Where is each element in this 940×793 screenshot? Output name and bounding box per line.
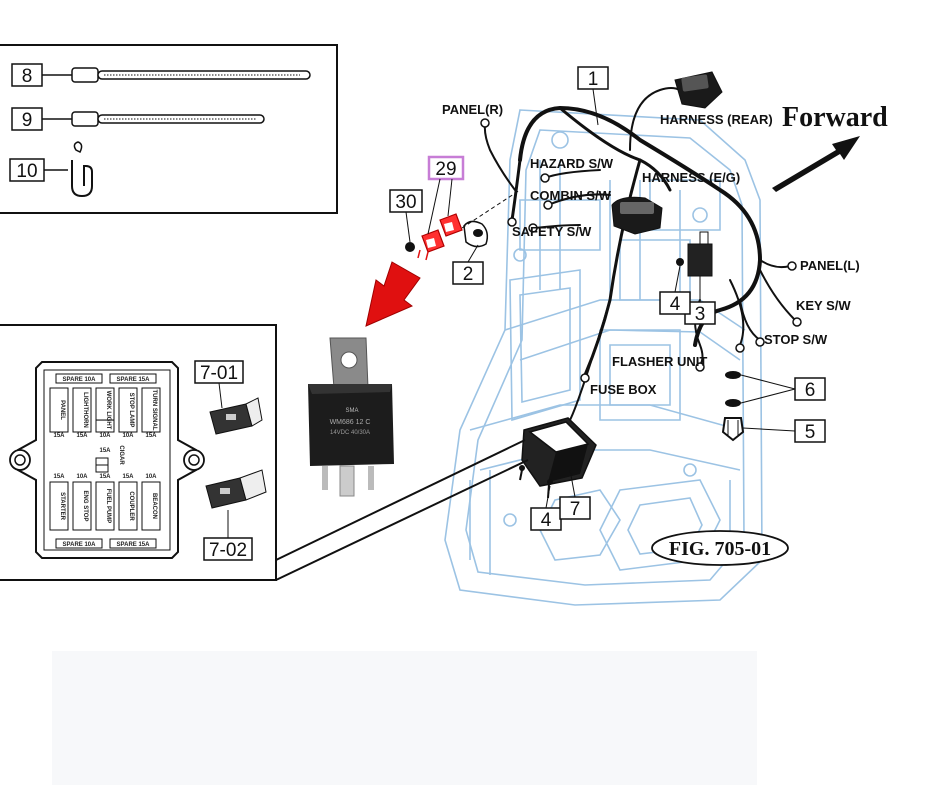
fuse-slot: STARTER 15A [50, 474, 68, 530]
fuse-box-assembly [519, 418, 596, 498]
fuse-slot-name: BEACON [151, 493, 157, 519]
fuse-slot-name: PANEL [59, 400, 65, 420]
fuse-slot-amp: 15A [99, 474, 111, 480]
fuse-slot: STOP LAMP 10A [119, 388, 137, 439]
label-panel-l: PANEL(L) [800, 258, 860, 273]
callout-7-01: 7-01 [200, 363, 238, 384]
label-harness-rear: HARNESS (REAR) [660, 112, 773, 127]
fuse-slot: PANEL 15A [50, 388, 68, 439]
label-fuse-box: FUSE BOX [590, 382, 657, 397]
fuse-slot-amp: 10A [145, 474, 157, 480]
relay-photo: SMA WM686 12 C 14VDC 40/30A [308, 338, 394, 496]
fuse-slot-amp: 15A [76, 433, 88, 439]
red-pointer-arrow [366, 262, 420, 326]
fuse-slot: FUEL PUMP 15A [96, 474, 114, 530]
callout-8: 8 [22, 66, 33, 87]
bolt-part-30 [405, 242, 415, 252]
label-hazard-sw: HAZARD S/W [530, 156, 614, 171]
fuse-spare-top-right: SPARE 15A [117, 377, 151, 383]
fuse-slot-amp: 10A [122, 433, 134, 439]
fuse-slot-amp: 10A [99, 433, 111, 439]
relay-rating: 14VDC 40/30A [330, 430, 370, 436]
figure-id: FIG. 705-01 [652, 531, 788, 565]
fuse-slot-name: WORK LIGHT [105, 391, 111, 430]
fuse-slot-amp: 15A [145, 433, 157, 439]
callout-6: 6 [805, 380, 816, 401]
fuse-slot-amp: 15A [99, 448, 111, 454]
fuse-slot: WORK LIGHT 10A [96, 388, 114, 439]
fuse-slot-amp: 15A [53, 474, 65, 480]
label-panel-r: PANEL(R) [442, 102, 503, 117]
callout-10: 10 [16, 161, 37, 182]
callout-30: 30 [395, 192, 416, 213]
fuse-slot: ENG STOP 10A [73, 474, 91, 530]
relay-brand: SMA [345, 408, 358, 414]
fuse-slot-name: LIGHTHORN [82, 392, 88, 428]
callout-2: 2 [463, 264, 474, 285]
fuse-spare-top-left: SPARE 10A [63, 377, 97, 383]
fuse-slot-amp: 10A [76, 474, 88, 480]
plug-part-2 [464, 221, 487, 246]
fuse-slot-amp: 15A [53, 433, 65, 439]
fuse-slot: LIGHTHORN 15A [73, 388, 91, 439]
forward-indicator: Forward [772, 102, 888, 192]
flasher-unit [676, 232, 712, 276]
fuse-slot: COUPLER 15A [119, 474, 137, 530]
blank-panel [52, 651, 757, 785]
fuse-slot: TURN SIGNAL 15A [142, 388, 160, 439]
fuse-slot-name: ENG STOP [82, 491, 88, 522]
callout-29: 29 [435, 159, 456, 180]
callout-1: 1 [588, 69, 599, 90]
relay-model: WM686 12 C [330, 419, 371, 426]
hardware-inset: 8 9 10 [0, 45, 337, 213]
figure-id-label: FIG. 705-01 [669, 538, 771, 560]
harness-rear-connector [675, 72, 722, 108]
callout-7-02: 7-02 [209, 540, 247, 561]
label-harness-eg: HARNESS (E/G) [642, 170, 740, 185]
fuse-slot-name: STARTER [59, 492, 65, 521]
callout-4-upper: 4 [670, 294, 681, 315]
callout-3: 3 [695, 304, 706, 325]
label-safety-sw: SAFETY S/W [512, 224, 592, 239]
label-stop-sw: STOP S/W [764, 332, 828, 347]
fuse-slot-name: FUEL PUMP [105, 489, 111, 524]
label-flasher-unit: FLASHER UNIT [612, 354, 707, 369]
fuse-spare-bottom-left: SPARE 10A [63, 542, 97, 548]
fuse-slot-name: TURN SIGNAL [151, 390, 157, 431]
callout-4-lower: 4 [541, 510, 552, 531]
fuse-slot: BEACON 10A [142, 474, 160, 530]
fuse-slot-amp: 15A [122, 474, 134, 480]
fuse-slot-name: STOP LAMP [128, 393, 134, 428]
callout-5: 5 [805, 422, 816, 443]
fuse-spare-bottom-right: SPARE 15A [117, 542, 151, 548]
forward-label: Forward [782, 102, 888, 133]
callout-9: 9 [22, 110, 33, 131]
label-combin-sw: COMBIN S/W [530, 188, 612, 203]
fuse-slot-name: COUPLER [128, 491, 134, 521]
fuse-slot-name: CIGAR [118, 445, 124, 465]
harness-eg-connector [612, 197, 662, 234]
callout-7: 7 [570, 499, 581, 520]
nut-washer-stack [723, 371, 743, 440]
label-key-sw: KEY S/W [796, 298, 851, 313]
